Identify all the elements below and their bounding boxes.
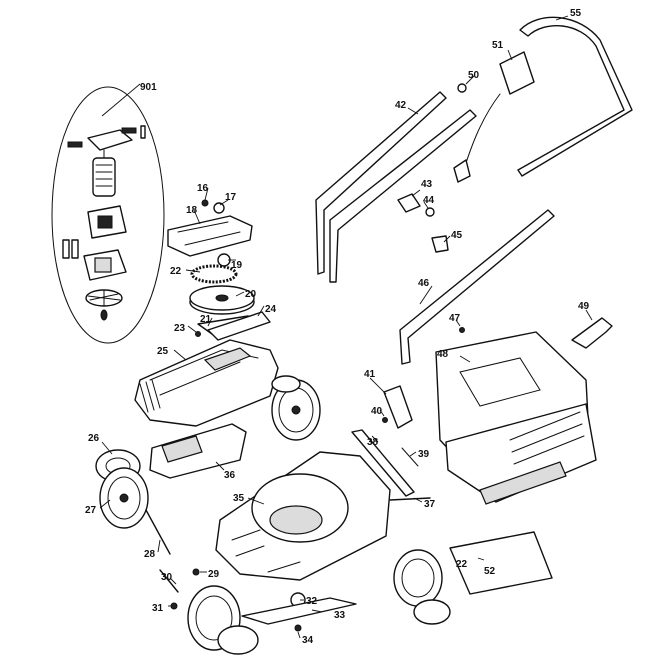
callout-47: 47: [449, 313, 461, 324]
callout-52: 52: [484, 566, 496, 577]
callout-20: 20: [245, 289, 257, 300]
drive-belt-22: [190, 264, 238, 284]
cable-clip-43: [397, 193, 421, 213]
front-wheel-right: [393, 549, 451, 625]
bracket-41: [383, 385, 413, 429]
top-cover-25: [134, 339, 279, 427]
callout-41: 41: [364, 369, 376, 380]
callout-43: 43: [421, 179, 433, 190]
callout-labels: 901 16 17 18 19 20 21 22 23 24 25 26 27 …: [85, 8, 590, 646]
callout-40: 40: [371, 406, 383, 417]
motor-assembly-detail: [51, 86, 165, 344]
callout-36: 36: [224, 470, 236, 481]
motor-fan: [85, 289, 123, 321]
blade-33: [241, 597, 357, 625]
callout-50: 50: [468, 70, 480, 81]
callout-24: 24: [265, 304, 277, 315]
callout-42: 42: [395, 100, 407, 111]
lever-38: [351, 429, 415, 497]
rear-flap-52: [449, 531, 553, 595]
leader-lines: [99, 15, 593, 639]
axle-30: [159, 569, 179, 593]
callout-34: 34: [302, 635, 314, 646]
callout-31: 31: [152, 603, 164, 614]
cover-24: [207, 311, 271, 341]
mower-deck-35: [215, 451, 391, 581]
callout-19: 19: [231, 260, 243, 271]
callout-44: 44: [423, 195, 435, 206]
callout-46: 46: [418, 278, 430, 289]
rear-wheel-bottom: [187, 585, 259, 655]
callout-33: 33: [334, 610, 346, 621]
callout-26: 26: [88, 433, 100, 444]
lower-handle-42: [315, 91, 477, 283]
screw-23: [195, 331, 201, 337]
carry-handle-49: [571, 317, 613, 349]
middle-handle-46: [399, 209, 555, 365]
callout-55: 55: [570, 8, 582, 19]
callout-45: 45: [451, 230, 463, 241]
bearing-17: [213, 202, 225, 214]
grass-box-48: [435, 331, 597, 505]
callout-27: 27: [85, 505, 97, 516]
carbon-brush-2: [71, 239, 79, 259]
motor-housing-parts: [167, 199, 271, 341]
knob-50: [457, 83, 467, 93]
front-wheel-left-27: [99, 467, 149, 529]
carbon-brush: [62, 239, 70, 259]
screw-29: [192, 568, 200, 576]
screw-40: [382, 417, 388, 423]
callout-39: 39: [418, 449, 430, 460]
rod-37: [389, 497, 431, 501]
callout-18: 18: [186, 205, 198, 216]
callout-22-deck: 22: [456, 559, 468, 570]
callout-49: 49: [578, 301, 590, 312]
height-adjust-parts: [351, 385, 431, 501]
callout-23: 23: [174, 323, 186, 334]
callout-35: 35: [233, 493, 245, 504]
callout-37: 37: [424, 499, 436, 510]
callout-48: 48: [437, 349, 449, 360]
callout-32: 32: [306, 596, 318, 607]
rear-wheel-small: [271, 375, 301, 393]
motor-detail-oval: [51, 86, 165, 344]
callout-16: 16: [197, 183, 209, 194]
axle-28: [145, 509, 171, 555]
screw-47: [459, 327, 465, 333]
motor-armature: [92, 149, 116, 197]
quick-release-45: [431, 235, 449, 253]
grass-guide-36: [149, 423, 247, 479]
callout-901: 901: [140, 82, 157, 93]
callout-22-belt: 22: [170, 266, 182, 277]
callout-29: 29: [208, 569, 220, 580]
callout-21: 21: [200, 314, 212, 325]
upper-handle-55: [517, 16, 633, 177]
screw-16: [201, 199, 209, 207]
callout-17: 17: [225, 192, 237, 203]
motor-stator: [87, 205, 127, 239]
callout-30: 30: [161, 572, 173, 583]
motor-housing-18: [167, 215, 253, 257]
callout-28: 28: [144, 549, 156, 560]
power-plug: [453, 159, 471, 183]
spring-39: [401, 447, 419, 467]
pulley-20: [189, 285, 255, 315]
brush-holder: [67, 125, 146, 151]
callout-25: 25: [157, 346, 169, 357]
blade-bolt-34: [294, 624, 302, 632]
washer-44: [425, 207, 435, 217]
motor-end-cap: [83, 249, 127, 281]
callout-51: 51: [492, 40, 504, 51]
callout-38: 38: [367, 437, 379, 448]
